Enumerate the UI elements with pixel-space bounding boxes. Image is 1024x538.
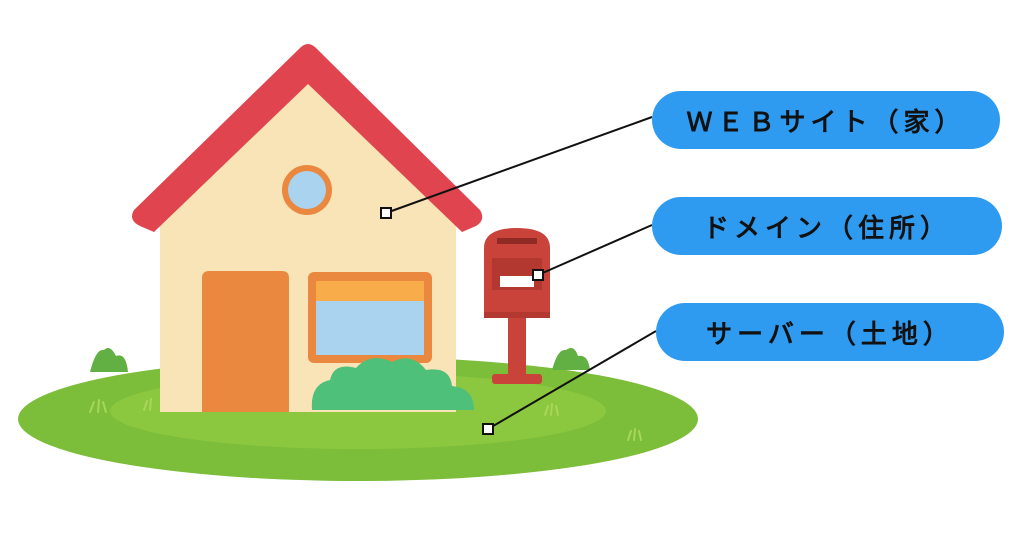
domain-label: ドメイン（住所）: [652, 197, 1002, 255]
connector-lines: [380, 116, 657, 435]
mailbox-icon: [484, 228, 550, 384]
connector-server: [487, 330, 657, 430]
anchor-server: [482, 423, 494, 435]
house-icon: [132, 44, 483, 412]
anchor-website: [380, 207, 392, 219]
server-label: サーバー（土地）: [656, 303, 1004, 361]
website-label: ＷＥＢサイト（家）: [652, 91, 1000, 149]
connector-domain: [537, 224, 653, 276]
bush-icon: [311, 358, 474, 410]
small-bush-icon: [90, 348, 590, 372]
connector-website: [385, 116, 653, 214]
anchor-domain: [532, 269, 544, 281]
